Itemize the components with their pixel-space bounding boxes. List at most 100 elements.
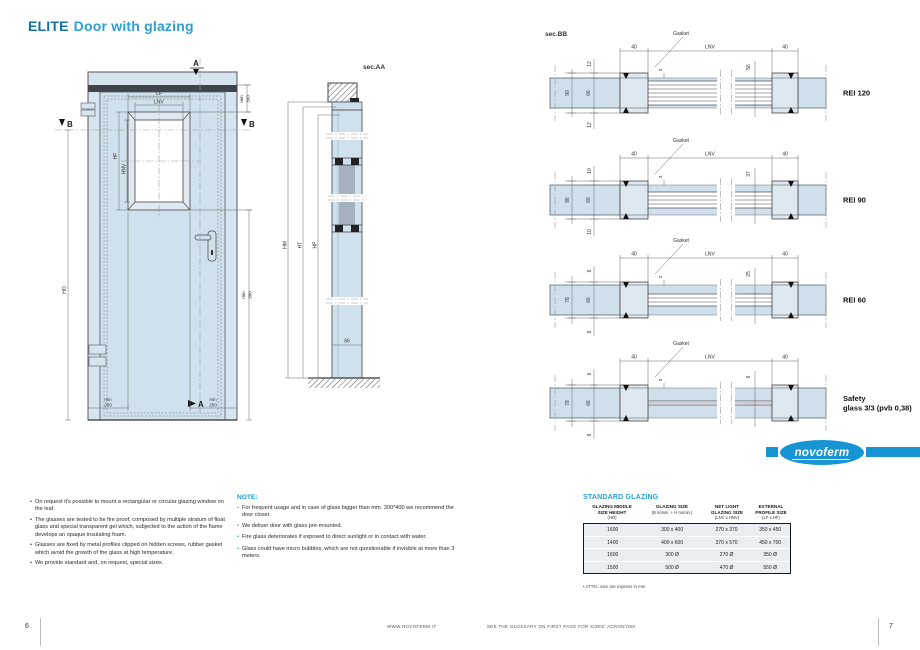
footer-divider [878, 618, 879, 646]
sec-aa-label: sec.AA [363, 64, 385, 71]
title-brand: ELITE [28, 18, 69, 34]
svg-text:B: B [249, 120, 255, 129]
svg-text:min: min [104, 397, 112, 402]
sec-bb-label: sec.BB [545, 31, 567, 38]
dim-outer: 86 [565, 197, 571, 203]
floor [308, 377, 380, 388]
dim-edge-top: 10 [587, 168, 593, 174]
dim-hp: HP [313, 241, 319, 249]
note-block: NOTE: For frequent usage and in case of … [237, 494, 461, 564]
door-handle [194, 230, 217, 262]
rating-label-line2: glass 3/3 (pvb 0,38) [843, 404, 912, 413]
arrow-down-icon [193, 69, 199, 75]
svg-text:min: min [241, 291, 246, 299]
note-title: NOTE: [237, 494, 258, 501]
dim-edge-bottom: 12 [587, 122, 593, 128]
dimensions: LF LNV HF HNV HO min 300 min 300 min 250… [62, 84, 253, 421]
logo-band [766, 447, 778, 457]
wall-band [549, 375, 827, 431]
svg-text:min: min [239, 95, 244, 103]
dim-gap: 3 [658, 275, 663, 278]
table-body: 1600 300 x 400 270 x 370 350 x 450 1400 … [583, 523, 791, 575]
footer-glossary-note: SEE THE GLOSSARY ON FIRST PAGE FOR SIZES… [487, 624, 636, 629]
hinge-top [80, 102, 96, 110]
dimensions: 40 LNV 40 Gasket 78 6 66 6 6 3 [565, 341, 799, 439]
svg-text:40: 40 [782, 152, 788, 158]
dim-lnv: LNV [154, 100, 164, 106]
gasket-label: Gasket [673, 138, 689, 144]
standard-glazing-table: STANDARD GLAZING GLAZING MIDDLE SIZE HEI… [583, 494, 791, 589]
dim-66: 66 [344, 339, 350, 345]
svg-text:40: 40 [782, 45, 788, 51]
table-row: 1600 300 Ø 270 Ø 350 Ø [584, 549, 790, 562]
svg-text:250: 250 [104, 403, 112, 408]
section-rei60: 40 LNV 40 Gasket 78 6 66 6 25 3 REI 60 [549, 238, 866, 336]
dim-lf: LF [156, 91, 162, 97]
marker-b-left: B [59, 119, 73, 129]
dim-leaf: 66 [586, 197, 592, 203]
dim-leaf: 66 [586, 400, 592, 406]
section-safety-glass: 40 LNV 40 Gasket 78 6 66 6 6 3 Safety gl… [549, 341, 912, 439]
logo-band [866, 447, 920, 457]
glazing-profiles [619, 384, 799, 422]
list-item: The glasses are tested to be fire proof,… [30, 517, 230, 539]
dim-outer: 78 [565, 297, 571, 303]
svg-text:LNV: LNV [705, 45, 715, 51]
dim-ht: HT [298, 242, 304, 249]
dim-edge-bottom: 10 [587, 229, 593, 235]
dim-edge-bottom: 6 [587, 433, 593, 436]
rating-label: REI 60 [843, 296, 866, 305]
gasket-label: Gasket [673, 31, 689, 37]
section-rei120: sec.BB 40 LNV 40 Gasket 90 [545, 31, 870, 129]
door-head-bar [88, 85, 237, 92]
brand-name: novoferm [794, 446, 850, 459]
door-front-view: A A B B LF LNV HF HNV HO min [55, 58, 255, 421]
section-aa: sec.AA [283, 64, 385, 388]
novoferm-logo: novoferm [780, 440, 864, 465]
dim-leaf: 66 [586, 90, 592, 96]
section-rei90: 40 LNV 40 Gasket 86 10 66 10 37 3 REI 90 [549, 138, 866, 236]
dimensions: 40 LNV 40 Gasket 86 10 66 10 37 3 [565, 138, 799, 236]
dim-hf: HF [113, 153, 119, 160]
dim-hm: HM [283, 241, 289, 249]
section-lines [55, 58, 250, 413]
rating-label: Safety [843, 394, 866, 403]
glazing-profiles [619, 180, 799, 220]
svg-text:40: 40 [782, 355, 788, 361]
list-item: We provide standard and, on request, spe… [30, 560, 230, 567]
wall-band [549, 172, 827, 228]
dim-edge-top: 6 [587, 269, 593, 272]
rating-label: REI 120 [843, 89, 870, 98]
dim-glass: 37 [746, 171, 752, 177]
footer-website: WWW.NOVOFERM.IT [387, 624, 437, 629]
marker-a-top: A [190, 59, 204, 75]
marker-b-right: B [241, 119, 255, 129]
svg-text:min: min [209, 397, 217, 402]
glazing-profiles [619, 281, 799, 319]
rating-label: REI 90 [843, 196, 866, 205]
wall-band [549, 272, 827, 328]
dimensions: HM HT HP 66 [283, 101, 363, 379]
column-header: GLAZING SIZE (B nomin. + H nomin.) [651, 504, 693, 515]
gasket-label: Gasket [673, 238, 689, 244]
svg-text:LNV: LNV [705, 152, 715, 158]
dim-ho: HO [62, 286, 68, 294]
dim-leaf: 66 [586, 297, 592, 303]
list-item: For frequent usage and in case of glass … [237, 505, 461, 520]
svg-text:B: B [67, 120, 73, 129]
dim-outer: 78 [565, 400, 571, 406]
footer-divider [40, 618, 41, 646]
wall-band [549, 65, 827, 121]
list-item: We deliver door with glass pre-mounted. [237, 523, 461, 530]
table-header-row: GLAZING MIDDLE SIZE HEIGHT (HO) GLAZING … [583, 504, 791, 521]
arrow-down-icon [241, 119, 247, 126]
column-header: GLAZING MIDDLE SIZE HEIGHT (HO) [592, 504, 632, 521]
svg-text:LNV: LNV [705, 355, 715, 361]
hinge-bottom [88, 344, 107, 355]
logo-underline [792, 459, 850, 460]
svg-text:40: 40 [631, 45, 637, 51]
dimensions: 40 LNV 40 Gasket 78 6 66 6 25 3 [565, 238, 799, 336]
dim-gap: 3 [658, 68, 663, 71]
